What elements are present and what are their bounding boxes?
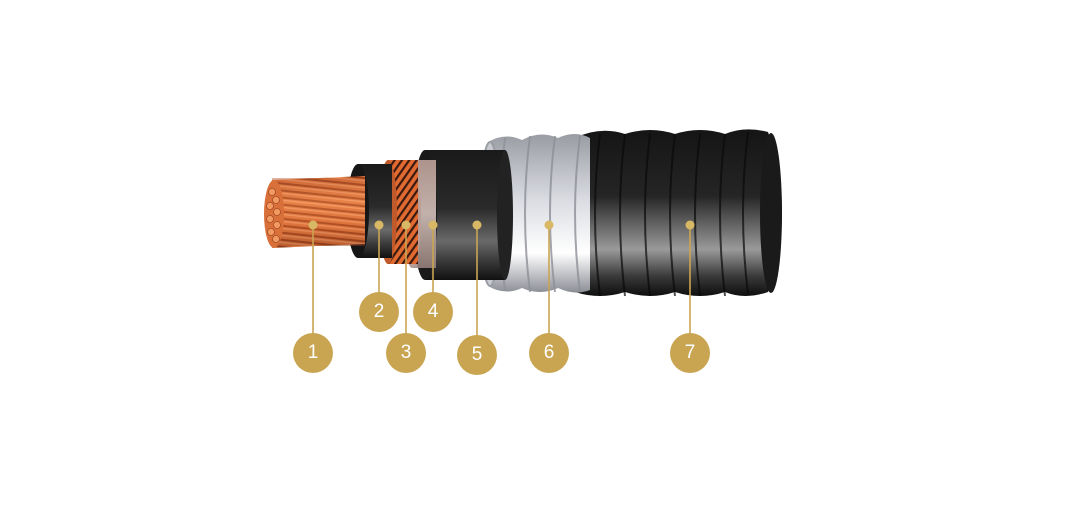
callout-badge-5: 5 xyxy=(457,335,497,375)
callout-number: 6 xyxy=(543,342,555,363)
callout-badge-3: 3 xyxy=(386,333,426,373)
callout-badge-7: 7 xyxy=(670,333,710,373)
outer-sheath-layer xyxy=(575,129,782,297)
callout-number: 3 xyxy=(400,342,412,363)
callout-leaders xyxy=(308,220,695,336)
callout-number: 5 xyxy=(471,344,483,365)
callout-badge-6: 6 xyxy=(529,333,569,373)
callout-badge-1: 1 xyxy=(293,333,333,373)
callout-number: 1 xyxy=(307,342,319,363)
callout-badge-2: 2 xyxy=(359,292,399,332)
copper-conductor-layer xyxy=(264,176,365,248)
callout-number: 4 xyxy=(427,301,439,322)
callout-badge-4: 4 xyxy=(413,292,453,332)
callout-number: 7 xyxy=(684,342,696,363)
callout-number: 2 xyxy=(373,301,385,322)
